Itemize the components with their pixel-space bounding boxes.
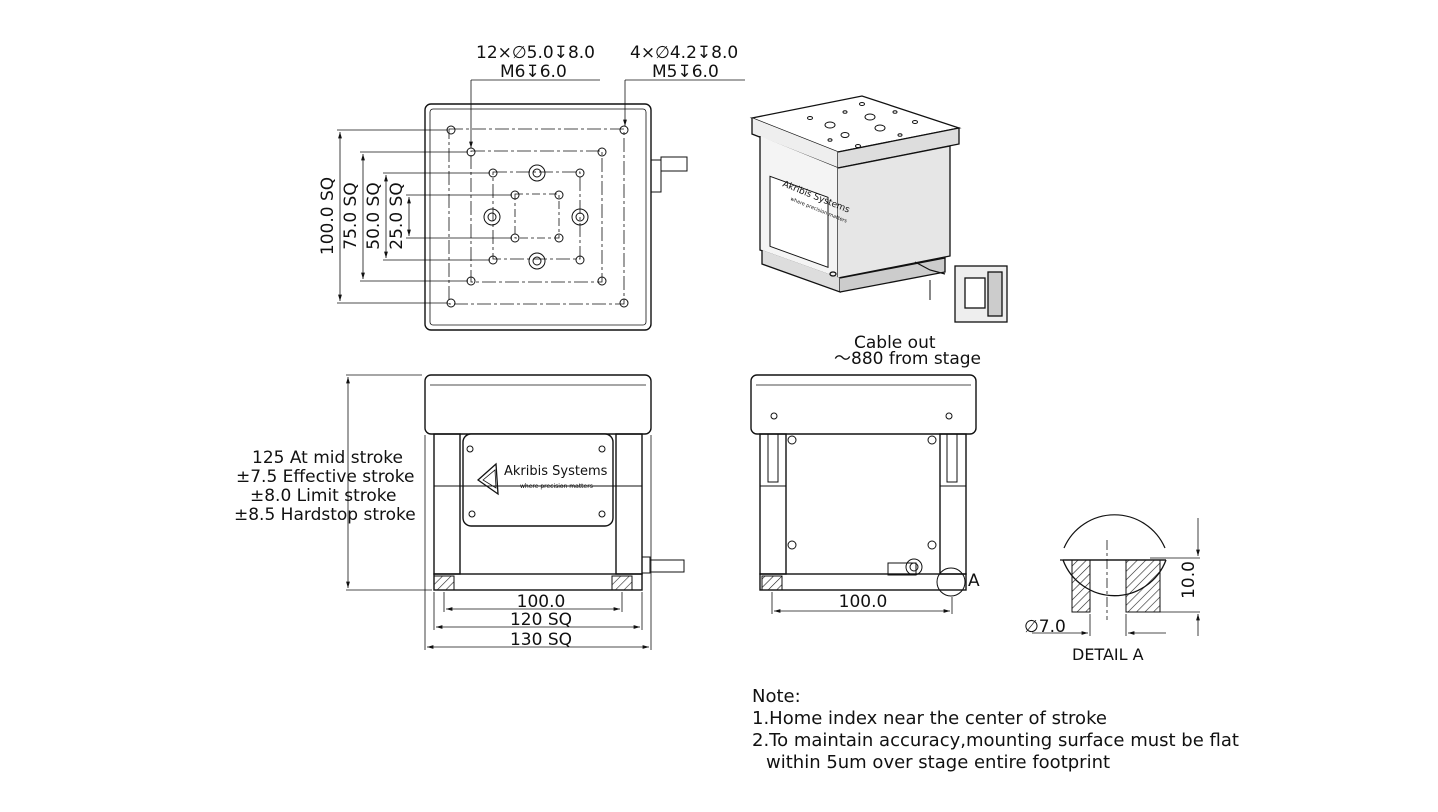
side-top-plate — [750, 374, 977, 435]
detail-diameter-dim: ∅7.0 — [1024, 617, 1066, 637]
dim-front-130-sq: 130 SQ — [510, 630, 572, 650]
iso-view — [749, 95, 1008, 323]
cable-out-line2: ～880 from stage — [834, 349, 981, 369]
note-item-2-continued: within 5um over stage entire footprint — [766, 752, 1111, 773]
detail-height-dim: 10.0 — [1179, 561, 1199, 599]
front-view — [346, 374, 685, 650]
cable-out-line1: Cable out — [854, 333, 936, 353]
note-item-1: 1.Home index near the center of stroke — [752, 708, 1107, 729]
detail-a-view — [1032, 514, 1200, 636]
dim-75-sq: 75.0 SQ — [341, 182, 361, 249]
hole-callout-1-line2: M6↧6.0 — [500, 62, 567, 82]
top-view — [337, 79, 745, 331]
stroke-note-4: ±8.5 Hardstop stroke — [234, 505, 416, 525]
side-view — [750, 374, 977, 614]
front-tagline: where precision matters — [520, 483, 593, 490]
stroke-note-3: ±8.0 Limit stroke — [250, 486, 396, 506]
dim-100-sq: 100.0 SQ — [318, 177, 338, 255]
front-top-plate — [424, 374, 652, 435]
dim-front-100: 100.0 — [517, 592, 566, 612]
notes-block: Note: 1.Home index near the center of st… — [752, 686, 1239, 774]
stroke-note-2: ±7.5 Effective stroke — [236, 467, 415, 487]
hole-callout-2-line1: 4×∅4.2↧8.0 — [630, 43, 738, 63]
front-brand: Akribis Systems — [504, 464, 608, 479]
dim-25-sq: 25.0 SQ — [387, 182, 407, 249]
stroke-note-1: 125 At mid stroke — [252, 448, 403, 468]
notes-title: Note: — [752, 686, 801, 707]
hole-callout-1-line1: 12×∅5.0↧8.0 — [476, 43, 595, 63]
detail-marker-a: A — [968, 571, 980, 591]
dim-side-100: 100.0 — [839, 592, 888, 612]
hole-callout-2-line2: M5↧6.0 — [652, 62, 719, 82]
dim-front-120-sq: 120 SQ — [510, 610, 572, 630]
detail-title: DETAIL A — [1072, 645, 1144, 664]
dim-50-sq: 50.0 SQ — [364, 182, 384, 249]
note-item-2: 2.To maintain accuracy,mounting surface … — [752, 730, 1239, 751]
top-view-outline — [424, 103, 652, 331]
